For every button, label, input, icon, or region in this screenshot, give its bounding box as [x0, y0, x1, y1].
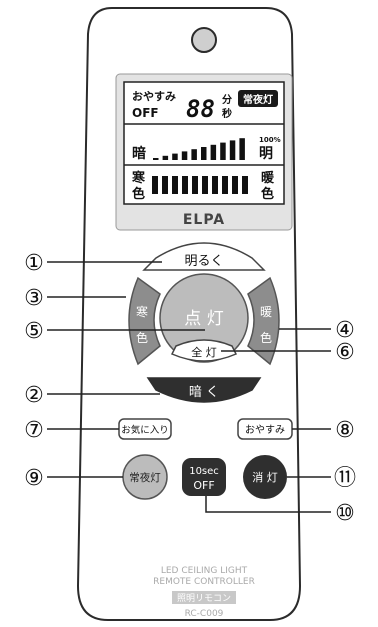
color-temperature-bar-segment	[162, 176, 168, 194]
lcd-off-label: OFF	[132, 106, 159, 120]
callout-7: ⑦	[24, 418, 44, 443]
callout-10: ⑩	[335, 501, 355, 526]
lcd-min-label: 分	[222, 93, 232, 106]
lcd-digits: 88	[186, 95, 215, 123]
callout-2: ②	[24, 383, 44, 408]
lcd-dark-label: 暗	[132, 145, 146, 162]
cool-color-label-1: 寒	[136, 304, 148, 319]
callout-leaders	[47, 261, 331, 513]
light-off-button[interactable]	[243, 455, 287, 499]
brightness-bar-segment	[162, 155, 169, 160]
warm-color-label-1: 暖	[260, 305, 272, 319]
brightness-bar-segment	[172, 153, 178, 160]
timer-10sec-label: 10sec	[189, 466, 219, 477]
brighter-button-label: 明るく	[184, 254, 223, 269]
lcd-night-light-badge	[238, 90, 278, 107]
callout-9: ⑨	[24, 466, 44, 491]
lcd-max-percent: 100%	[259, 136, 281, 144]
ir-emitter-icon	[191, 27, 217, 53]
full-light-button-label: 全 灯	[191, 345, 217, 359]
lcd-bright-label: 明	[259, 146, 273, 162]
brightness-bar-segment	[220, 142, 226, 160]
lcd-night-light-badge-text: 常夜灯	[243, 93, 273, 106]
light-on-button[interactable]	[159, 273, 249, 363]
callout-11: ⑪	[334, 466, 356, 491]
color-temperature-bar-segment	[232, 176, 238, 194]
product-badge	[172, 591, 236, 604]
color-temperature-bar-segment	[192, 176, 198, 194]
brightness-level-bars	[153, 138, 245, 160]
brighter-button[interactable]	[142, 242, 266, 271]
color-temperature-bar-segment	[172, 176, 178, 194]
timer-off-label: OFF	[193, 479, 214, 492]
color-temperature-bar-segment	[212, 176, 218, 194]
color-temperature-bar-segment	[152, 176, 158, 194]
cool-color-label-2: 色	[136, 331, 148, 345]
model-number: RC-C009	[185, 609, 224, 619]
lcd-cool-label-1: 寒	[131, 170, 146, 186]
product-badge-text: 照明リモコン	[177, 593, 231, 604]
darker-button-label: 暗 く	[189, 385, 219, 400]
brightness-bar-segment	[191, 149, 197, 160]
color-temperature-bar-segment	[182, 176, 188, 194]
color-temperature-bar-segment	[242, 176, 248, 194]
favorite-button-label: お気に入り	[121, 424, 169, 436]
footer-line-1: LED CEILING LIGHT	[161, 566, 248, 576]
lcd-warm-label-1: 暖	[261, 170, 275, 186]
darker-button[interactable]	[146, 377, 262, 403]
brightness-bar-segment	[229, 140, 236, 160]
brightness-bar-segment	[181, 151, 188, 160]
callout-5: ⑤	[24, 319, 44, 344]
footer-line-2: REMOTE CONTROLLER	[153, 577, 255, 587]
lcd-sec-label: 秒	[222, 107, 232, 120]
callout-8: ⑧	[335, 418, 355, 443]
timer-10sec-off-button[interactable]	[182, 458, 226, 496]
callout-3: ③	[24, 286, 44, 311]
callout-6: ⑥	[335, 340, 355, 365]
color-temperature-bars	[152, 176, 248, 194]
light-off-button-label: 消 灯	[252, 470, 278, 484]
callout-4: ④	[335, 318, 355, 343]
cool-color-button[interactable]	[128, 276, 161, 366]
light-on-button-label: 点 灯	[184, 309, 223, 329]
warm-color-label-2: 色	[260, 331, 272, 345]
brightness-bar-segment	[153, 158, 159, 160]
full-light-button[interactable]	[170, 339, 238, 362]
brightness-bar-segment	[210, 144, 217, 160]
color-temperature-bar-segment	[222, 176, 228, 194]
brightness-bar-segment	[239, 138, 245, 160]
callout-1: ①	[24, 251, 44, 276]
brightness-bar-segment	[201, 147, 207, 160]
lcd-warm-label-2: 色	[261, 186, 274, 202]
sleep-button-label: おやすみ	[245, 424, 285, 436]
warm-color-button[interactable]	[247, 276, 280, 366]
lcd-sleep-label: おやすみ	[132, 90, 176, 103]
night-light-button-label: 常夜灯	[129, 471, 161, 484]
brand-logo: ELPA	[183, 212, 225, 228]
color-temperature-bar-segment	[202, 176, 208, 194]
lcd-cool-label-2: 色	[132, 186, 145, 202]
